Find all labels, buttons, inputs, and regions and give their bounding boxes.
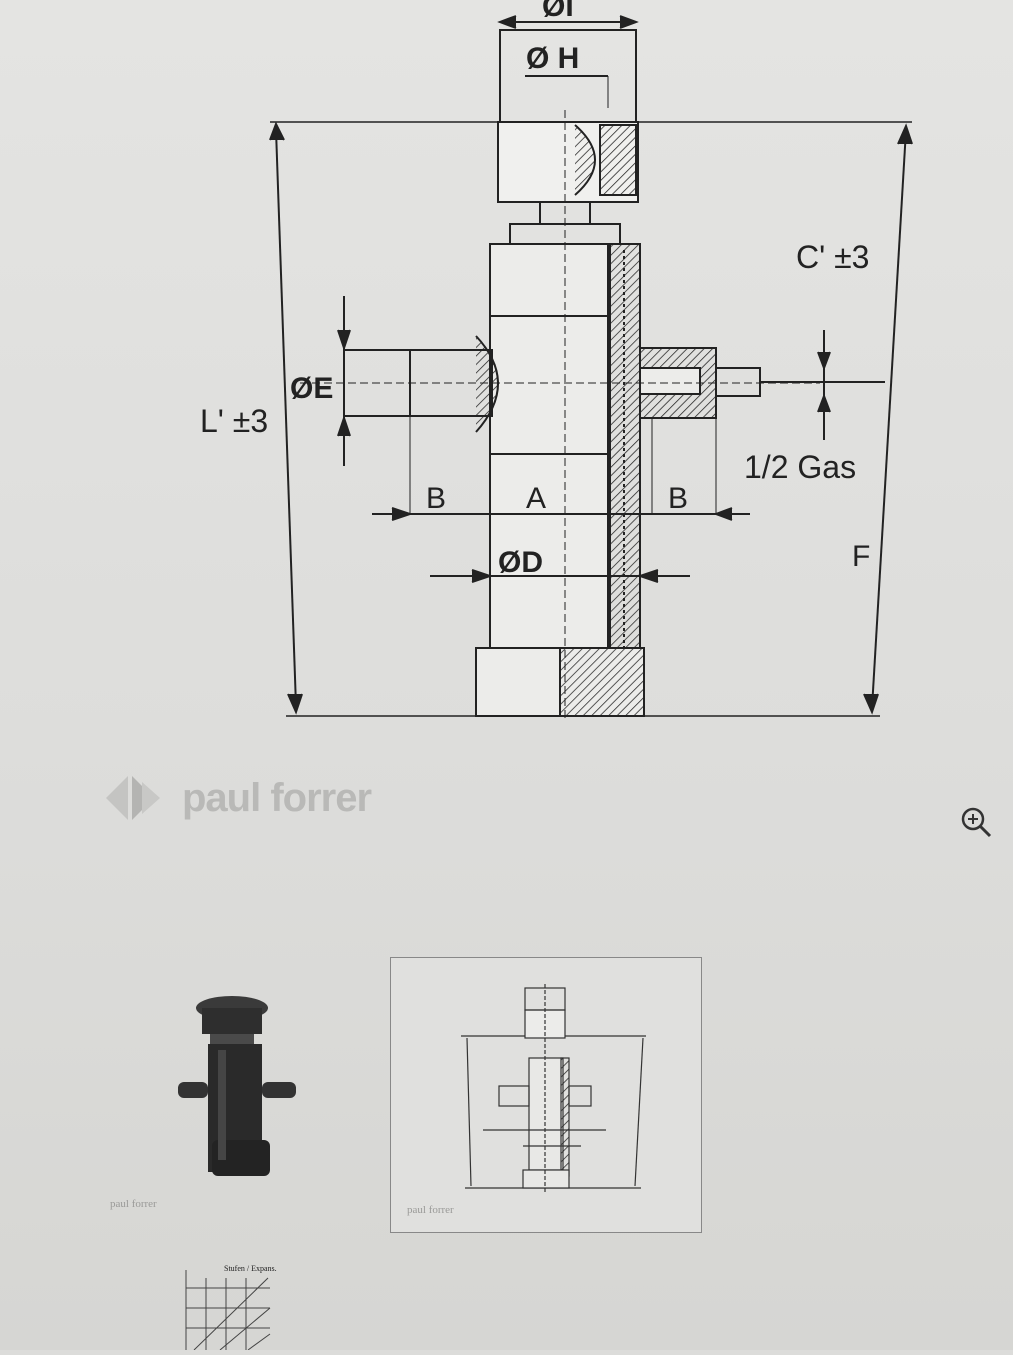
thumbnail-brand: paul forrer bbox=[407, 1204, 454, 1216]
zoom-button[interactable] bbox=[958, 804, 994, 840]
thumbnail-product-photo[interactable]: paul forrer bbox=[100, 990, 330, 1230]
brand-logo: paul forrer bbox=[102, 768, 372, 828]
label-dim-l: L' ±3 bbox=[200, 403, 268, 439]
zoom-in-icon bbox=[961, 807, 992, 838]
label-dim-f: F bbox=[852, 540, 870, 573]
thumbnail-brand: paul forrer bbox=[110, 1198, 157, 1210]
brand-diamond-icon bbox=[106, 776, 160, 820]
cylinder-photo bbox=[178, 996, 296, 1176]
label-thread: 1/2 Gas bbox=[744, 449, 856, 485]
label-dim-b-right: B bbox=[668, 482, 688, 515]
stroke-chart-graphic bbox=[185, 1270, 271, 1351]
stroke-chart-title: Stufen / Expans. bbox=[224, 1264, 277, 1273]
brand-name: paul forrer bbox=[182, 775, 372, 820]
main-technical-drawing[interactable]: ØI Ø H ØE L' ±3 C' ±3 1/2 Gas B A B ØD F bbox=[0, 0, 1013, 740]
thumbnail-stroke-chart[interactable]: Stufen / Expans. bbox=[170, 1258, 330, 1351]
thumbnail-technical-drawing[interactable]: paul forrer bbox=[390, 957, 702, 1233]
label-dia-d: ØD bbox=[498, 546, 543, 579]
label-dim-c: C' ±3 bbox=[796, 239, 869, 275]
mini-drawing bbox=[461, 984, 646, 1192]
label-dim-b-left: B bbox=[426, 482, 446, 515]
label-dia-e: ØE bbox=[290, 372, 333, 405]
label-dim-a: A bbox=[526, 482, 546, 515]
label-dia-h: Ø H bbox=[526, 42, 579, 75]
label-dia-i: ØI bbox=[542, 0, 574, 23]
